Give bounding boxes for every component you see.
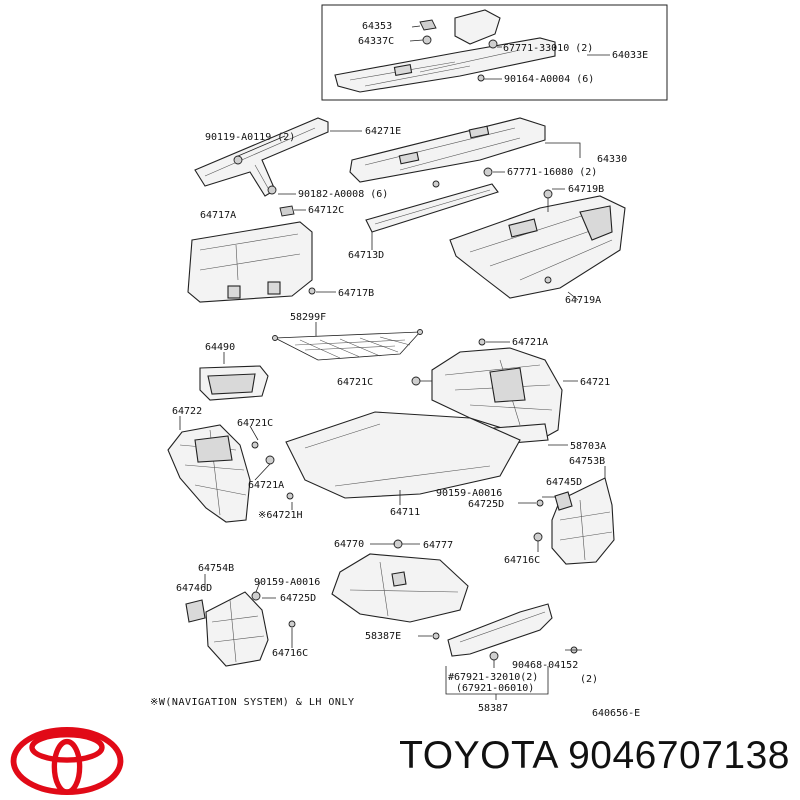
bracket-58387: [445, 666, 549, 700]
label-64716c-right: 64716C: [504, 555, 540, 566]
label-64721c-mid: 64721C: [337, 377, 373, 388]
label-64725d-right: 64725D: [468, 499, 504, 510]
label-64337c: 64337C: [358, 36, 394, 47]
rear-trim-lh-part: [185, 591, 296, 667]
label-64719b: 64719B: [568, 184, 604, 195]
rear-trim-rh-part: [533, 477, 615, 565]
label-64721a-left: 64721A: [248, 480, 284, 491]
label-58299f: 58299F: [290, 312, 326, 323]
label-64719a: 64719A: [565, 295, 601, 306]
trunk-mat-part: [285, 411, 521, 499]
brand-bar: TOYOTA 9046707138: [0, 712, 800, 800]
label-64353: 64353: [362, 21, 392, 32]
spare-tire-cover-part: [331, 539, 469, 623]
trunk-side-trim-rh-part: [411, 338, 563, 441]
package-tray-trim-part: [334, 9, 556, 93]
label-64713d: 64713D: [348, 250, 384, 261]
logo-horizontal-ring: [29, 732, 105, 763]
label-64711: 64711: [390, 507, 420, 518]
label-64330: 64330: [597, 154, 627, 165]
diagram-code: 640656-E: [592, 708, 640, 719]
label-64777: 64777: [423, 540, 453, 551]
label-67771-33010: 67771-33010 (2): [503, 43, 593, 54]
label-64725d-left: 64725D: [280, 593, 316, 604]
label-64722: 64722: [172, 406, 202, 417]
trunk-lid-lining-part: [449, 189, 626, 299]
label-90159-a0016-left: 90159-A0016: [254, 577, 320, 588]
logo-vertical-ring: [51, 738, 83, 795]
label-90468-qty: (2): [580, 674, 598, 685]
label-64717b: 64717B: [338, 288, 374, 299]
label-58703a: 58703A: [570, 441, 606, 452]
label-64721: 64721: [580, 377, 610, 388]
label-64753b: 64753B: [569, 456, 605, 467]
brand-part-number-text: TOYOTA 9046707138: [399, 734, 790, 777]
label-64721h: ※64721H: [258, 510, 303, 521]
label-64721c-left: 64721C: [237, 418, 273, 429]
label-90164-a0004: 90164-A0004 (6): [504, 74, 594, 85]
cargo-net-part: [272, 329, 423, 361]
storage-tray-part: [199, 365, 269, 401]
label-64271e: 64271E: [365, 126, 401, 137]
label-67921-06010: (67921-06010): [456, 683, 534, 694]
label-90468-04152: 90468-04152: [512, 660, 578, 671]
label-64490: 64490: [205, 342, 235, 353]
package-tray-part: [349, 117, 546, 183]
side-board-part: [187, 205, 316, 303]
label-64712c: 64712C: [308, 205, 344, 216]
trunk-side-trim-lh-part: [167, 424, 294, 523]
label-64754b: 64754B: [198, 563, 234, 574]
label-58387e: 58387E: [365, 631, 401, 642]
label-90159-a0016-right: 90159-A0016: [436, 488, 502, 499]
label-58387: 58387: [478, 703, 508, 714]
navigation-note: ※W(NAVIGATION SYSTEM) & LH ONLY: [150, 697, 355, 708]
label-64721a-top: 64721A: [512, 337, 548, 348]
label-64717a: 64717A: [200, 210, 236, 221]
label-90182-a0008: 90182-A0008 (6): [298, 189, 388, 200]
label-67771-16080: 67771-16080 (2): [507, 167, 597, 178]
trunk-sill-plate-part: [432, 603, 578, 661]
pillar-trim-part: [194, 117, 329, 197]
label-64746d: 64746D: [176, 583, 212, 594]
strip-part: [365, 180, 499, 233]
package-tray-group-box: [321, 4, 668, 101]
toyota-logo-icon: [10, 726, 124, 796]
label-64033e: 64033E: [612, 50, 648, 61]
label-90119-a0119: 90119-A0119 (2): [205, 132, 295, 143]
label-64745d: 64745D: [546, 477, 582, 488]
label-64716c-left: 64716C: [272, 648, 308, 659]
label-64770: 64770: [334, 539, 364, 550]
label-67921-32010: #67921-32010(2): [448, 672, 538, 683]
